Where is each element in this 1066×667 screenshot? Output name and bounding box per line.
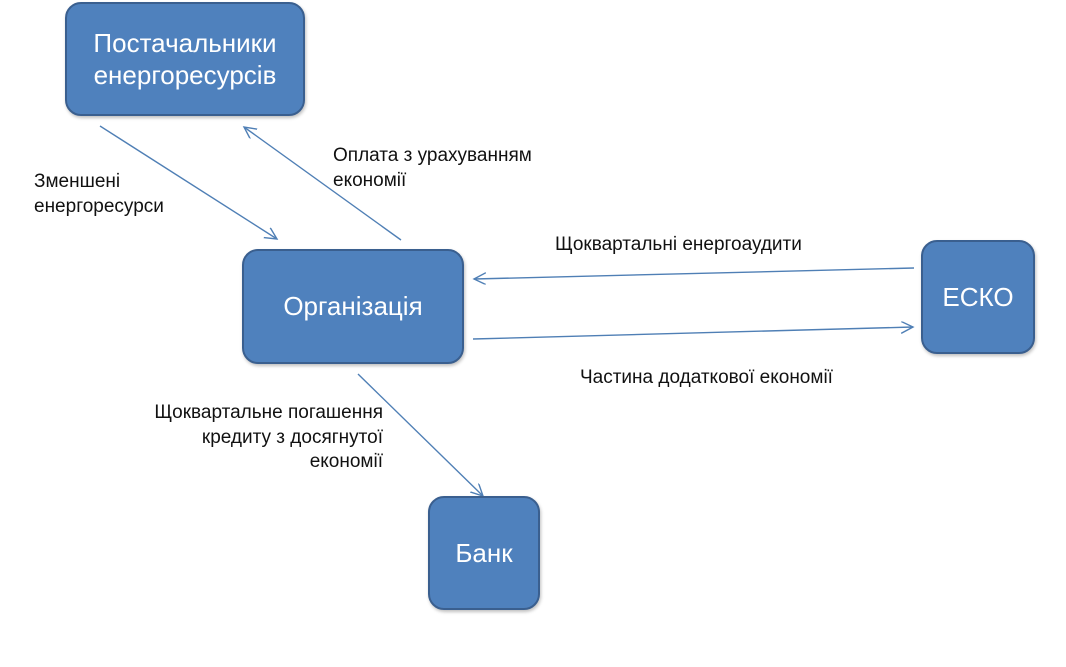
node-organization-label: Організація	[283, 291, 423, 322]
arrow-organization-to-bank	[357, 373, 483, 496]
edge-label-quarterly-audits: Щоквартальні енергоаудити	[555, 234, 802, 255]
arrow-organization-to-suppliers	[244, 127, 402, 241]
arrow-esco-to-organization	[474, 267, 915, 279]
edge-label-part-of-savings: Частина додаткової економії	[580, 367, 833, 388]
node-energy-suppliers: Постачальники енергоресурсів	[65, 2, 305, 116]
node-bank: Банк	[428, 496, 540, 610]
node-esco: ЕСКО	[921, 240, 1035, 354]
node-bank-label: Банк	[455, 537, 513, 568]
arrow-suppliers-to-organization	[99, 125, 277, 239]
node-esco-label: ЕСКО	[942, 281, 1014, 312]
edge-label-loan-repayment: Щоквартальне погашення кредиту з досягну…	[154, 402, 383, 473]
edge-label-payment-with-savings: Оплата з урахуванням економії	[333, 145, 532, 191]
node-energy-suppliers-label: Постачальники енергоресурсів	[93, 27, 277, 91]
node-organization: Організація	[242, 249, 464, 364]
edge-label-reduced-resources: Зменшені енергоресурси	[34, 171, 164, 217]
arrow-organization-to-esco	[472, 327, 913, 340]
